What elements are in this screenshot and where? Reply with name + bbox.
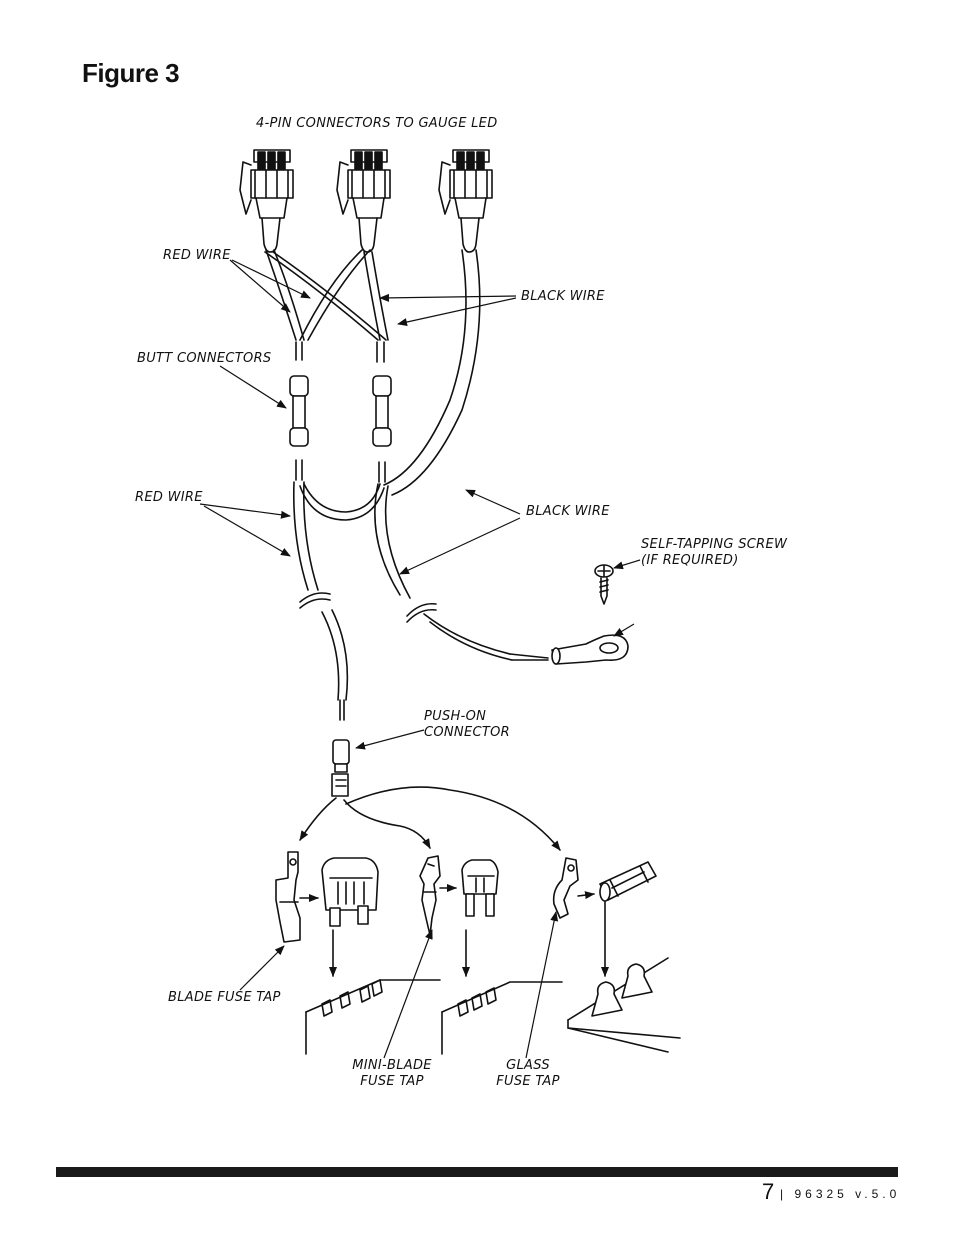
fuse-panel-middle [441, 981, 563, 1055]
label-self-tapping-screw: SELF-TAPPING SCREW (IF REQUIRED) [641, 537, 787, 569]
fuse-panel-right [567, 957, 681, 1053]
wire-harness-lower [292, 459, 549, 721]
push-on-connector [331, 739, 350, 797]
label-black-wire-top: BLACK WIRE [521, 289, 605, 304]
blade-fuse-tap [275, 851, 319, 943]
label-self-tapping-screw-line1: SELF-TAPPING SCREW [641, 537, 788, 552]
ring-terminal [551, 634, 629, 665]
butt-connector-right [372, 375, 392, 447]
label-butt-connectors: BUTT CONNECTORS [137, 351, 272, 366]
label-glass-fuse-tap: GLASS FUSE TAP [492, 1058, 564, 1090]
branch-wires [299, 786, 561, 851]
label-black-wire-bottom: BLACK WIRE [526, 504, 610, 519]
glass-fuse [599, 861, 657, 977]
label-red-wire-top: RED WIRE [163, 248, 231, 263]
label-push-on-line2: CONNECTOR [424, 725, 510, 740]
figure-title: Figure 3 [82, 58, 180, 88]
label-mini-blade-fuse-tap: MINI-BLADE FUSE TAP [350, 1058, 434, 1090]
wire-harness-upper [264, 249, 481, 496]
mini-blade-fuse [461, 859, 499, 977]
page-number: 7 [762, 1179, 775, 1204]
label-push-on-line1: PUSH-ON [424, 709, 487, 724]
label-glass-line1: GLASS [506, 1058, 550, 1073]
four-pin-connector-1 [239, 149, 294, 253]
self-tapping-screw [594, 564, 614, 605]
label-4-pin-connectors: 4-PIN CONNECTORS TO GAUGE LED [256, 116, 498, 131]
leader-lines [199, 259, 641, 1059]
label-blade-fuse-tap: BLADE FUSE TAP [168, 990, 281, 1005]
footer-separator: | [780, 1187, 788, 1201]
label-mini-blade-line2: FUSE TAP [360, 1074, 424, 1089]
label-push-on-connector: PUSH-ON CONNECTOR [424, 709, 510, 741]
mini-blade-fuse-tap [419, 855, 457, 936]
wire-stubs-top [295, 341, 385, 363]
blade-fuse [321, 857, 379, 977]
label-glass-line2: FUSE TAP [496, 1074, 560, 1089]
four-pin-connector-3 [438, 149, 493, 253]
glass-fuse-tap [552, 857, 595, 919]
footer-rule [56, 1167, 898, 1177]
fuse-panel-left [305, 979, 441, 1055]
four-pin-connector-2 [336, 149, 391, 253]
label-red-wire-bottom: RED WIRE [135, 490, 203, 505]
label-mini-blade-line1: MINI-BLADE [352, 1058, 432, 1073]
butt-connector-left [289, 375, 309, 447]
doc-version: | 96325 v.5.0 [780, 1187, 900, 1201]
doc-version-text: 96325 v.5.0 [794, 1187, 901, 1201]
label-self-tapping-screw-line2: (IF REQUIRED) [641, 553, 739, 568]
